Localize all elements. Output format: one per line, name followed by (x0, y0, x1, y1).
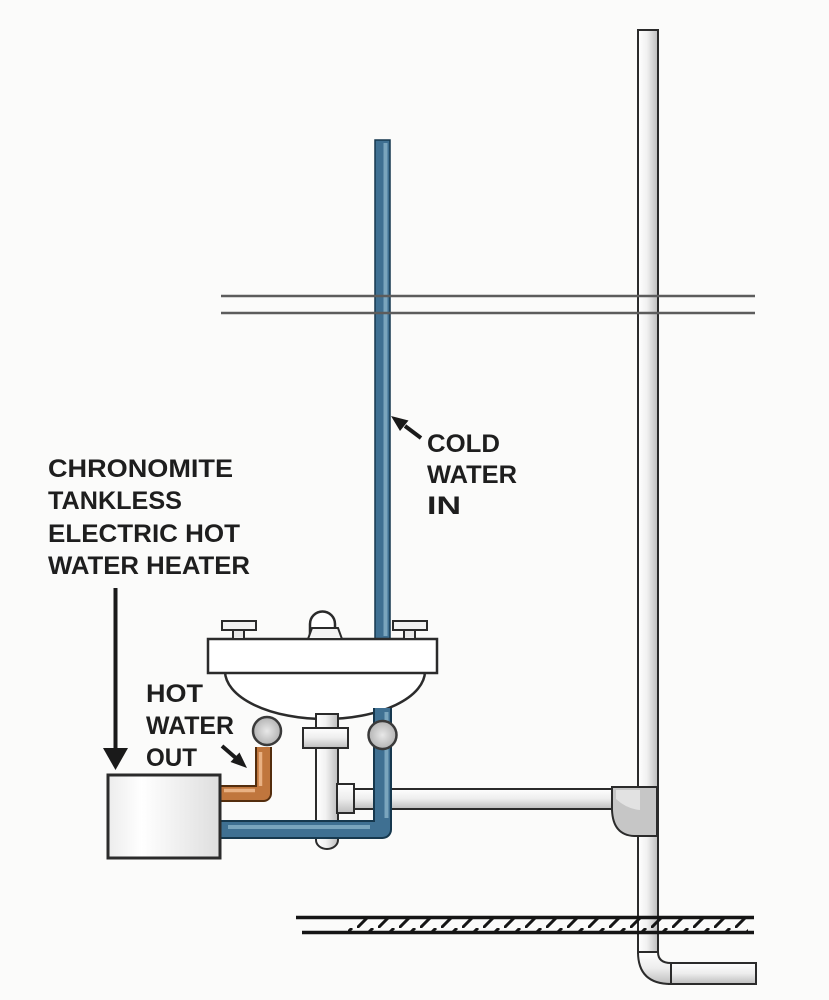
heater-label-arrow-icon (103, 588, 128, 770)
hot-label-line-1: HOT (146, 680, 203, 708)
arrow-head (103, 748, 128, 770)
cold-label-line-2: WATER (427, 461, 517, 489)
arrow-head (391, 416, 409, 431)
hot-water-arrow-icon (220, 744, 247, 768)
heater-label-line-4: WATER HEATER (48, 552, 250, 580)
cold-pipe-fill (220, 708, 390, 837)
faucet-handle-right-icon (392, 620, 428, 640)
drain-arm-coupling (336, 783, 355, 814)
cold-water-arrow-icon (391, 416, 423, 440)
heater-label-line-3: ELECTRIC HOT (48, 520, 240, 548)
floor-hatch-fill (348, 917, 748, 933)
wall-lines (221, 294, 755, 315)
sink-deck (206, 637, 439, 675)
heater-label: CHRONOMITE TANKLESS ELECTRIC HOT WATER H… (48, 455, 250, 580)
hot-label-line-3: OUT (146, 744, 197, 772)
sewer-elbow-fitting (636, 951, 672, 986)
sewer-horizontal-pipe (668, 962, 757, 985)
drain-slip-nut (302, 727, 349, 749)
cold-pipe-outline (220, 708, 392, 839)
hot-label-line-2: WATER (146, 712, 234, 740)
hot-pipe-outline (218, 747, 272, 802)
cold-label-line-3: IN (427, 492, 461, 520)
hot-pipe-fill (218, 747, 270, 800)
hot-water-copper-pipe (218, 747, 272, 802)
handle-stem (232, 629, 245, 640)
hot-water-label: HOT WATER OUT (146, 680, 234, 772)
sanitary-tee-highlight (616, 790, 640, 810)
sink-bowl (223, 669, 427, 721)
handle-bar (392, 620, 428, 631)
handle-stem (403, 629, 416, 640)
heater-label-line-1: CHRONOMITE (48, 455, 233, 483)
handle-bar (221, 620, 257, 631)
faucet-handle-left-icon (221, 620, 257, 640)
faucet-base (306, 627, 344, 640)
cold-water-label: COLD WATER IN (427, 430, 517, 520)
cold-water-pipe-riser (374, 139, 391, 666)
cold-water-pipe-to-heater (220, 708, 392, 839)
sink (206, 610, 439, 721)
arrow-shaft (220, 744, 239, 761)
arrow-shaft (403, 424, 423, 440)
tankless-heater-box (106, 773, 222, 860)
heater-label-line-2: TANKLESS (48, 487, 182, 515)
arrow-head (230, 752, 247, 768)
cold-shutoff-valve (367, 719, 398, 751)
hot-shutoff-valve (251, 715, 283, 747)
cold-label-line-1: COLD (427, 430, 500, 458)
floor-hatch (296, 915, 754, 935)
